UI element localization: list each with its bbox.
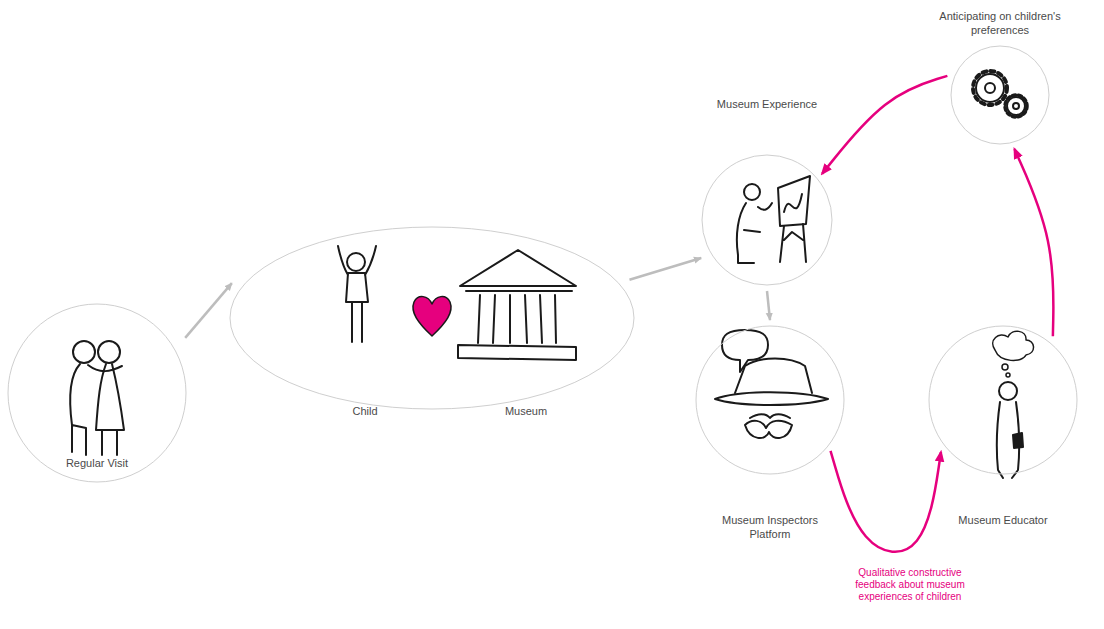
circle-outline xyxy=(929,326,1077,474)
node-outline xyxy=(950,45,1050,145)
stage-circle: Anticipating on children's preferences xyxy=(950,45,1050,145)
node-label: Regular Visit xyxy=(7,456,187,470)
hat-brim xyxy=(715,392,828,405)
heart-symbol xyxy=(413,297,451,336)
museum-base xyxy=(458,345,576,360)
viewer-head xyxy=(744,184,760,200)
stage-circle: Museum Inspectors Platform xyxy=(695,325,845,475)
museum-columns xyxy=(478,295,556,343)
feedback-arrow xyxy=(831,451,941,552)
gears-icon xyxy=(973,71,1027,117)
node-outline xyxy=(695,325,845,475)
gear-teeth xyxy=(1005,95,1027,117)
educator-book xyxy=(1013,433,1023,448)
feedback-arrow xyxy=(1014,149,1053,336)
stage-circle: Museum Experience xyxy=(701,154,833,286)
gear-body xyxy=(976,74,1004,102)
child-icon xyxy=(338,246,376,342)
flow-arrow xyxy=(185,283,232,338)
gear-hub xyxy=(1013,103,1019,109)
node-outline xyxy=(7,303,187,483)
museum-roof xyxy=(460,250,576,291)
glasses xyxy=(745,421,792,438)
mustache xyxy=(750,414,790,418)
thought-dot xyxy=(1002,364,1008,370)
edge-label: Qualitative constructive feedback about … xyxy=(840,567,980,603)
inspector-icon xyxy=(715,330,828,438)
child-head xyxy=(347,253,365,271)
experience-icon xyxy=(737,176,810,263)
visitors-icon xyxy=(70,341,124,455)
flow-arrow xyxy=(767,291,770,320)
circle-outline xyxy=(702,155,832,285)
node-outline xyxy=(928,325,1078,475)
ellipse-outline xyxy=(230,227,634,409)
circle-outline xyxy=(951,46,1049,144)
thought-dot xyxy=(1006,373,1010,377)
gear-teeth xyxy=(973,71,1007,105)
node-label: Anticipating on children's preferences xyxy=(928,9,1072,37)
museum-icon xyxy=(458,250,576,360)
illustrations xyxy=(70,71,1033,478)
bond-ellipse: ChildMuseum xyxy=(229,226,635,410)
gear-body xyxy=(1007,97,1025,115)
visitor-head xyxy=(73,341,95,363)
visit-circle: Regular Visit xyxy=(7,303,187,483)
feedback-arrow xyxy=(822,76,947,174)
node-label: Museum Inspectors Platform xyxy=(717,513,823,541)
circle-outline xyxy=(8,304,186,482)
educator-icon xyxy=(993,331,1034,478)
visitor-body xyxy=(96,364,124,455)
easel-legs xyxy=(780,224,806,262)
node-outline xyxy=(229,226,635,410)
gear-hub xyxy=(985,83,995,93)
circle-outline xyxy=(696,326,844,474)
node-outline xyxy=(701,154,833,286)
viewer-body xyxy=(737,203,772,263)
node-label: Child xyxy=(325,404,405,418)
thought-cloud xyxy=(993,331,1034,360)
flow-arrow xyxy=(629,258,701,280)
node-label: Museum xyxy=(486,404,566,418)
stage-circle: Museum Educator xyxy=(928,325,1078,475)
painting-frame xyxy=(778,176,810,226)
educator-head xyxy=(999,382,1017,400)
painting-squiggle xyxy=(784,194,802,212)
visitor-head xyxy=(98,341,120,363)
child-body xyxy=(338,246,376,342)
hat-crown xyxy=(735,359,812,394)
node-label: Museum Experience xyxy=(677,97,857,111)
node-label: Museum Educator xyxy=(928,513,1078,527)
